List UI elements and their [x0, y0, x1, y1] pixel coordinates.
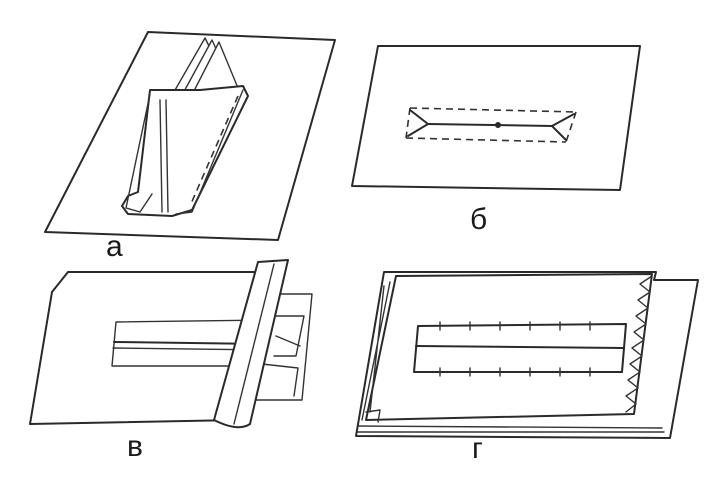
figure-a-base-fold: [121, 85, 249, 217]
figure-b-fabric: [351, 45, 641, 191]
figure-g-fold-bottom: [357, 425, 665, 433]
figure-g-fold-left: [361, 281, 391, 421]
figure-b-stitch-top: [409, 107, 577, 113]
figure-a-left-panel: [125, 93, 153, 213]
figure-a-right-panel: [175, 89, 244, 215]
figure-g-corner: [365, 409, 381, 423]
figure-v: [29, 259, 313, 429]
figure-g-label: г: [472, 432, 483, 465]
figure-a-center-fold: [159, 99, 169, 213]
figure-a: [44, 31, 336, 241]
figure-v-roll-edge: [233, 263, 275, 425]
figure-g-slot-center: [415, 345, 625, 349]
figure-v-facing-fold: [261, 315, 305, 397]
figure-a-fabric: [44, 31, 336, 241]
figure-b-stitch-left: [405, 107, 411, 139]
figure-g-back-layer: [355, 271, 699, 439]
figure-b-stitch-right: [565, 111, 577, 143]
figure-g-slot-stitches: [439, 321, 591, 377]
figure-g-zigzag-edge: [625, 275, 653, 413]
figure-v-roll: [213, 259, 289, 429]
figure-a-label: а: [106, 230, 123, 263]
figure-b: [351, 45, 641, 191]
figure-v-label: в: [127, 430, 143, 463]
figure-b-cut-line: [427, 123, 553, 127]
figure-v-fabric: [29, 271, 256, 425]
figure-a-stitch-line: [189, 95, 239, 207]
figure-b-mark: [495, 122, 501, 128]
figure-b-cut-right: [551, 113, 575, 141]
figure-b-label: б: [470, 203, 488, 236]
figure-b-stitch-bottom: [405, 137, 567, 143]
figure-g: [355, 271, 699, 439]
figure-b-cut-left: [407, 109, 429, 137]
